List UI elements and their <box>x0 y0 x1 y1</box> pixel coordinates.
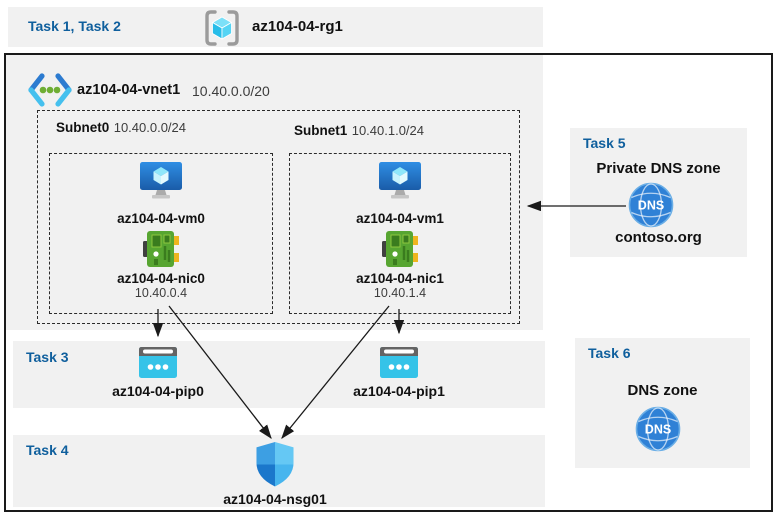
subnet0-cidr: 10.40.0.0/24 <box>113 120 187 135</box>
nic1-ip: 10.40.1.4 <box>373 286 427 300</box>
nic0-icon <box>143 231 179 267</box>
nsg-shield-icon <box>256 442 294 487</box>
vnet-region: az104-04-vnet1 10.40.0.0/20 Subnet0 10.4… <box>6 55 543 330</box>
pip1-stack: az104-04-pip1 <box>339 347 459 399</box>
task5-label: Task 5 <box>583 135 626 151</box>
subnet1-stack: az104-04-vm1 az104-04-nic1 1 <box>290 154 510 313</box>
dns-zone-title: DNS zone <box>627 382 698 399</box>
task6-panel: Task 6 DNS zone DNS <box>575 338 750 468</box>
dns-icon-text: DNS <box>638 199 664 213</box>
pip0-icon <box>139 347 177 378</box>
pip1-icon <box>380 347 418 378</box>
subnet1-title: Subnet1 10.40.1.0/24 <box>294 122 424 140</box>
vm1-name: az104-04-vm1 <box>356 211 444 226</box>
vm0-icon <box>140 162 182 199</box>
resource-group-name: az104-04-rg1 <box>252 18 343 35</box>
dns-icon-text-2: DNS <box>645 423 671 437</box>
private-dns-zone-name: contoso.org <box>615 229 702 246</box>
subnet1-box: az104-04-vm1 az104-04-nic1 1 <box>289 153 511 314</box>
subnet0-name: Subnet0 <box>56 120 110 135</box>
tasks-1-2-label: Task 1, Task 2 <box>28 18 121 34</box>
task6-label: Task 6 <box>588 345 631 361</box>
nic0-name: az104-04-nic0 <box>117 271 205 286</box>
task4-panel: Task 4 az104-04-nsg01 <box>13 435 545 507</box>
subnet0-box: az104-04-vm0 az104-04-nic0 1 <box>49 153 273 314</box>
vm1-icon <box>379 162 421 199</box>
pip0-name: az104-04-pip0 <box>112 383 204 399</box>
private-dns-zone-title: Private DNS zone <box>596 160 721 177</box>
task5-panel: Task 5 Private DNS zone DNS contoso.org <box>570 128 747 257</box>
dns-zone-icon: DNS <box>635 406 681 452</box>
task3-panel: Task 3 az104-04-pip0 az104-04-pip1 <box>13 341 545 408</box>
vnet-name: az104-04-vnet1 <box>77 82 181 98</box>
subnet0-stack: az104-04-vm0 az104-04-nic0 1 <box>50 154 272 313</box>
private-dns-icon: DNS <box>628 182 674 228</box>
subnet1-name: Subnet1 <box>294 123 348 138</box>
nsg-stack: az104-04-nsg01 <box>210 442 340 507</box>
task4-label: Task 4 <box>26 442 69 458</box>
vnet-cidr: 10.40.0.0/20 <box>192 83 270 99</box>
resource-group-panel: Task 1, Task 2 az104-04-rg1 <box>8 7 543 47</box>
pip0-stack: az104-04-pip0 <box>98 347 218 399</box>
nsg-name: az104-04-nsg01 <box>223 491 327 507</box>
diagram-frame <box>4 53 773 512</box>
virtual-network-icon <box>28 73 72 107</box>
subnet0-title: Subnet0 10.40.0.0/24 <box>56 119 186 137</box>
nic0-ip: 10.40.0.4 <box>134 286 188 300</box>
subnets-boundary: Subnet0 10.40.0.0/24 Subnet1 10.40.1.0/2… <box>37 110 520 324</box>
nic1-icon <box>382 231 418 267</box>
subnet1-cidr: 10.40.1.0/24 <box>351 123 425 138</box>
resource-group-icon <box>205 10 239 46</box>
pip1-name: az104-04-pip1 <box>353 383 445 399</box>
task3-label: Task 3 <box>26 349 69 365</box>
vm0-name: az104-04-vm0 <box>117 211 205 226</box>
nic1-name: az104-04-nic1 <box>356 271 444 286</box>
